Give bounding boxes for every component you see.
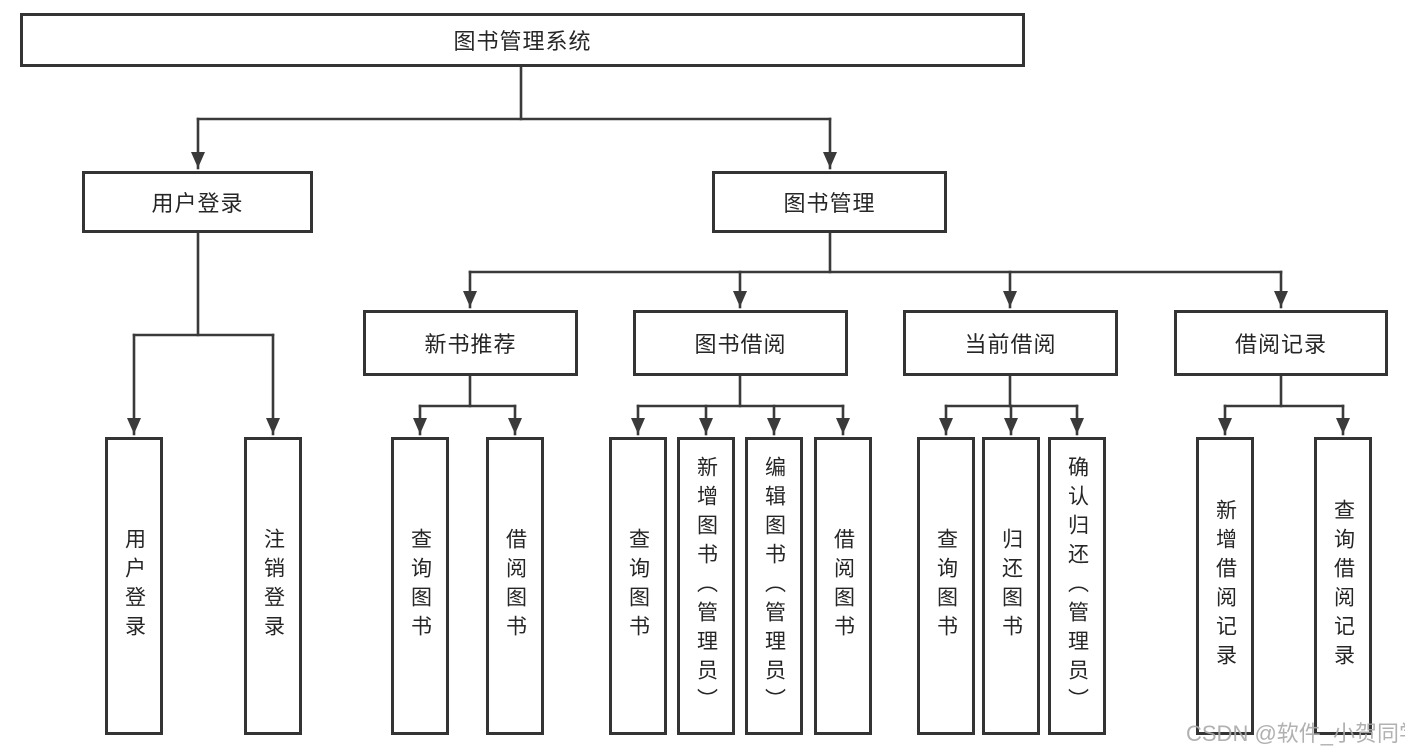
node-new-book-recommend: 新书推荐 (363, 310, 578, 376)
node-root: 图书管理系统 (20, 13, 1025, 67)
node-current-borrowing: 当前借阅 (903, 310, 1118, 376)
leaf-borrow-books-recommend: 借阅图书 (486, 437, 544, 735)
node-book-management: 图书管理 (712, 171, 947, 233)
node-user-login-group: 用户登录 (82, 171, 313, 233)
node-borrowing-records: 借阅记录 (1174, 310, 1388, 376)
csdn-watermark: CSDN @软件_小贺同学 (1186, 721, 1405, 746)
leaf-borrow-books: 借阅图书 (814, 437, 872, 735)
leaf-user-login: 用户登录 (105, 437, 163, 735)
leaf-add-book-admin: 新增图书（管理员） (677, 437, 735, 735)
leaf-logout: 注销登录 (244, 437, 302, 735)
leaf-query-books-current: 查询图书 (917, 437, 975, 735)
node-book-borrowing: 图书借阅 (633, 310, 848, 376)
leaf-query-borrow-record: 查询借阅记录 (1314, 437, 1372, 735)
leaf-add-borrow-record: 新增借阅记录 (1196, 437, 1254, 735)
leaf-confirm-return-admin: 确认归还（管理员） (1048, 437, 1106, 735)
leaf-return-books: 归还图书 (982, 437, 1040, 735)
leaf-query-books-recommend: 查询图书 (391, 437, 449, 735)
leaf-query-books-borrowing: 查询图书 (609, 437, 667, 735)
leaf-edit-book-admin: 编辑图书（管理员） (745, 437, 803, 735)
